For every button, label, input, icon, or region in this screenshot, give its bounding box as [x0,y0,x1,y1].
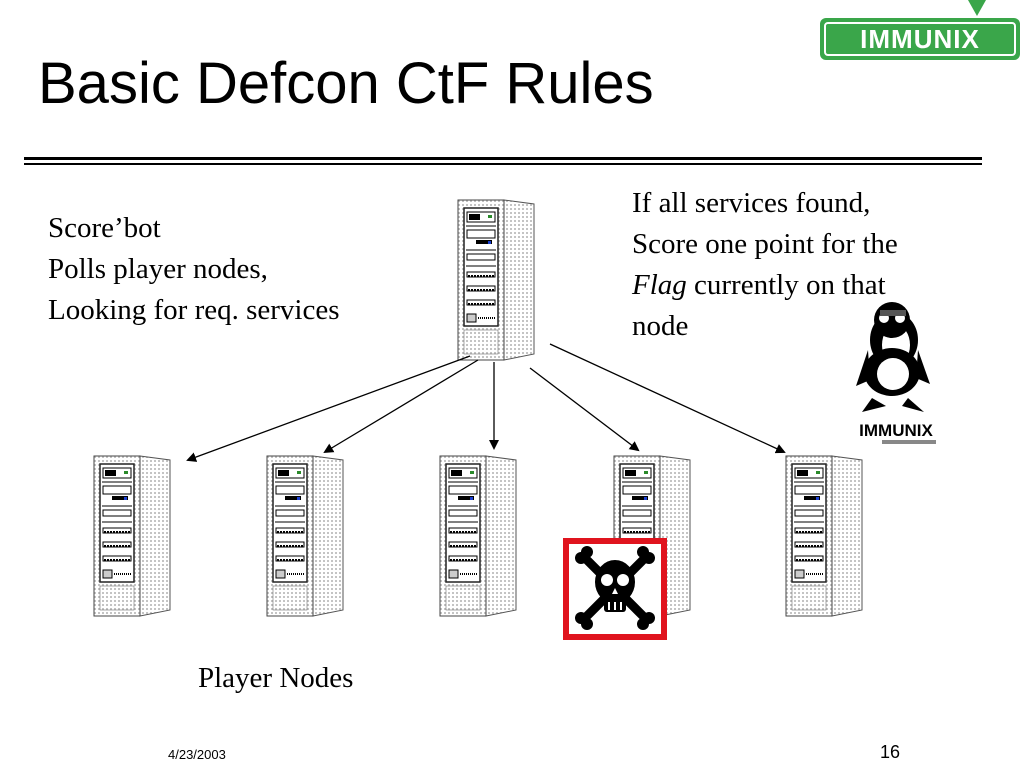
scorebot-line: Looking for req. services [48,294,340,326]
slide-title: Basic Defcon CtF Rules [38,51,654,116]
player-node-server [439,455,517,617]
immunix-penguin-mascot-icon: IMMUNIX [856,302,936,444]
flag-term: Flag [632,269,687,301]
scorebot-line: Score’bot [48,212,161,244]
poll-arrow [549,343,786,454]
slide-page-number: 16 [880,742,901,762]
mascot-logo-text: IMMUNIX [859,421,933,440]
logo-arrow-icon [968,0,986,16]
player-nodes-caption: Player Nodes [198,662,354,694]
immunix-logo: IMMUNIX [820,18,1020,60]
scorebot-description: Score’bot Polls player nodes, Looking fo… [48,208,340,331]
scorebot-line: Polls player nodes, [48,253,268,285]
rule-line: Score one point for the [632,228,898,260]
poll-arrow [323,359,479,454]
scorebot-server [457,199,535,361]
rule-line: Flag currently on that [632,265,898,306]
rule-line: If all services found, [632,187,871,219]
poll-arrow [186,355,471,462]
rule-line-rest: currently on that [686,269,886,301]
slide-date: 4/23/2003 [168,747,226,762]
logo-text: IMMUNIX [860,23,980,54]
poll-arrow [529,367,640,452]
player-node-server [266,455,344,617]
player-node-server [93,455,171,617]
rule-line: node [632,310,689,342]
player-node-server [785,455,863,617]
skull-flag-icon [563,538,667,640]
title-rule-bottom [24,163,982,165]
title-rule-top [24,157,982,160]
scoring-rule-description: If all services found, Score one point f… [632,183,898,347]
